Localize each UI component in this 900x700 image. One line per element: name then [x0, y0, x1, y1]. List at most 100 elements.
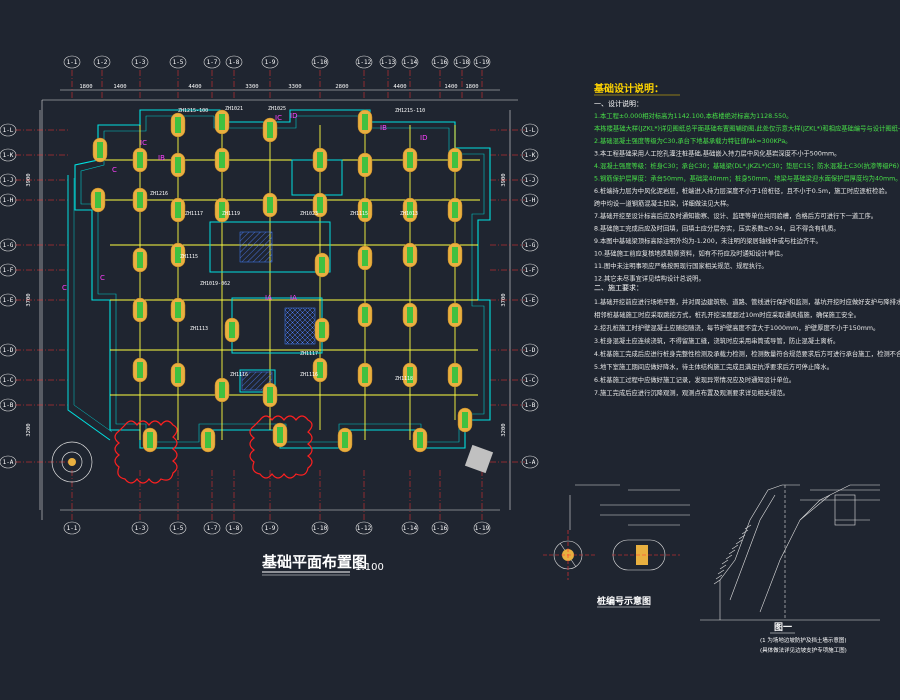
axis-left-1-F-label: 1-F — [3, 267, 14, 274]
notes-line: 2.挖孔桩施工时护壁混凝土应随挖随浇，每节护壁高度不宜大于1000mm，护壁厚度… — [594, 323, 879, 332]
pile-cap — [170, 152, 186, 178]
axis-top-1-18-label: 1-18 — [455, 59, 470, 66]
pile-cap — [132, 187, 148, 213]
axis-right-1-D-label: 1-D — [525, 347, 536, 354]
pile-label: ZH1023 — [300, 211, 318, 217]
axis-right-1-F: 1-F — [521, 263, 539, 277]
axis-top-1-16-label: 1-16 — [433, 59, 448, 66]
zone-label: IA — [265, 294, 272, 302]
zone-label: ID — [290, 112, 297, 120]
axis-right-1-K-label: 1-K — [525, 152, 536, 159]
pile-cap — [337, 427, 353, 453]
notes-section-1: 一、设计说明： — [594, 99, 643, 108]
axis-right-1-H-label: 1-H — [525, 197, 536, 204]
zone-label: IB — [158, 154, 165, 162]
pile-cap — [412, 427, 428, 453]
notes-line: 6.桩基施工过程中应做好施工记录，发现异常情况应及时通知设计单位。 — [594, 375, 795, 384]
pile-label: ZH1113 — [190, 326, 208, 332]
axis-bottom-1-3-label: 1-3 — [135, 525, 146, 532]
pile-label: ZH1118 — [395, 376, 413, 382]
pile-cap — [447, 242, 463, 268]
notes-line: 10.基础施工前应复核地质勘察资料，如有不符应及时通知设计单位。 — [594, 249, 787, 258]
axis-bottom-1-9: 1-9 — [261, 521, 279, 535]
pile-cap — [402, 147, 418, 173]
pile-cap — [90, 187, 106, 213]
axis-right-1-F-label: 1-F — [525, 267, 536, 274]
pile-label: ZH1013 — [400, 211, 418, 217]
pile-cap — [312, 147, 328, 173]
dim-top: 3300 — [288, 84, 301, 90]
axis-bottom-1-5: 1-5 — [169, 521, 187, 535]
axis-bottom-1-8-label: 1-8 — [229, 525, 240, 532]
axis-top-1-7-label: 1-7 — [207, 59, 218, 66]
axis-right-1-A: 1-A — [521, 455, 539, 469]
axis-top-1-13-label: 1-13 — [381, 59, 396, 66]
figure-note-2: (具体做法详见边坡支护专项施工图) — [760, 646, 847, 654]
zone-label: ID — [420, 134, 427, 142]
zone-label: C — [62, 284, 67, 292]
axis-top-1-1: 1-1 — [63, 55, 81, 69]
axis-top-1-7: 1-7 — [203, 55, 221, 69]
notes-section-2: 二、施工要求： — [594, 283, 643, 292]
axis-right-1-H: 1-H — [521, 193, 539, 207]
dim-top: 1800 — [79, 84, 92, 90]
drawing-scale: 1:100 — [355, 562, 384, 573]
axis-left-1-D-label: 1-D — [3, 347, 14, 354]
axis-left-1-C-label: 1-C — [3, 377, 14, 384]
notes-line: 8.基础施工完成后应及时回填，回填土应分层夯实，压实系数≥0.94，且不得含有机… — [594, 224, 840, 233]
pile-cap — [142, 427, 158, 453]
axis-top-1-5-label: 1-5 — [173, 59, 184, 66]
pile-label: ZH1117 — [300, 351, 318, 357]
notes-line: 1.本工程±0.000相对标高为1142.100,本栋楼绝对标高为1128.55… — [594, 111, 792, 120]
axis-top-1-19: 1-19 — [473, 55, 491, 69]
pile-cap — [132, 297, 148, 323]
pile-diagram-title: 桩编号示意图 — [597, 595, 651, 607]
axis-bottom-1-10-label: 1-10 — [313, 525, 328, 532]
pile-cap — [272, 422, 288, 448]
pile-cap — [402, 242, 418, 268]
zone-label: C — [112, 166, 117, 174]
notes-line: 3.桩身混凝土应连续浇筑，不得留施工缝，浇筑时应采用串筒或导管，防止混凝土离析。 — [594, 336, 839, 345]
pile-cap — [170, 197, 186, 223]
notes-line: 4.桩基施工完成后应进行桩身完整性检测及承载力检测，检测数量符合规范要求后方可进… — [594, 349, 900, 358]
notes-line: 12.其它未尽事宜详见结构设计总说明。 — [594, 274, 705, 283]
pile-cap — [357, 109, 373, 135]
pile-cap — [92, 137, 108, 163]
notes-line: 3.本工程基础采用人工挖孔灌注桩基础,基础嵌入持力层中风化基岩深度不小于500m… — [594, 149, 840, 158]
axis-left-1-K: 1-K — [0, 148, 17, 162]
pile-cap — [170, 297, 186, 323]
axis-top-1-13: 1-13 — [379, 55, 397, 69]
pile-label: ZH1215-100 — [178, 108, 208, 114]
axis-right-1-D: 1-D — [521, 343, 539, 357]
pile-cap — [170, 112, 186, 138]
figure-note-1: (1 为场地边坡防护及挡土墙示意图) — [760, 636, 847, 644]
figure-one-title: 图一 — [774, 622, 792, 633]
pile-label: ZH1215-110 — [395, 108, 425, 114]
axis-right-1-C: 1-C — [521, 373, 539, 387]
pile-label: ZH1216 — [150, 191, 168, 197]
zone-label: IA — [290, 294, 297, 302]
axis-top-1-3: 1-3 — [131, 55, 149, 69]
pile-cap — [357, 302, 373, 328]
pile-cap — [214, 197, 230, 223]
axis-right-1-B: 1-B — [521, 398, 539, 412]
axis-top-1-2: 1-2 — [93, 55, 111, 69]
axis-left-1-B-label: 1-B — [3, 402, 14, 409]
axis-top-1-10-label: 1-10 — [313, 59, 328, 66]
axis-left-1-F: 1-F — [0, 263, 17, 277]
pile-cap — [170, 242, 186, 268]
axis-bottom-1-10: 1-10 — [311, 521, 329, 535]
axis-top-1-9: 1-9 — [261, 55, 279, 69]
axis-right-1-A-label: 1-A — [525, 459, 536, 466]
pile-cap — [314, 317, 330, 343]
pile-cap — [262, 117, 278, 143]
axis-right-1-K: 1-K — [521, 148, 539, 162]
dim-top: 3300 — [245, 84, 258, 90]
axis-right-1-E: 1-E — [521, 293, 539, 307]
pile-cap — [357, 362, 373, 388]
dim-left: 3200 — [26, 423, 32, 436]
axis-bottom-1-19: 1-19 — [473, 521, 491, 535]
axis-bottom-1-1-label: 1-1 — [67, 525, 78, 532]
